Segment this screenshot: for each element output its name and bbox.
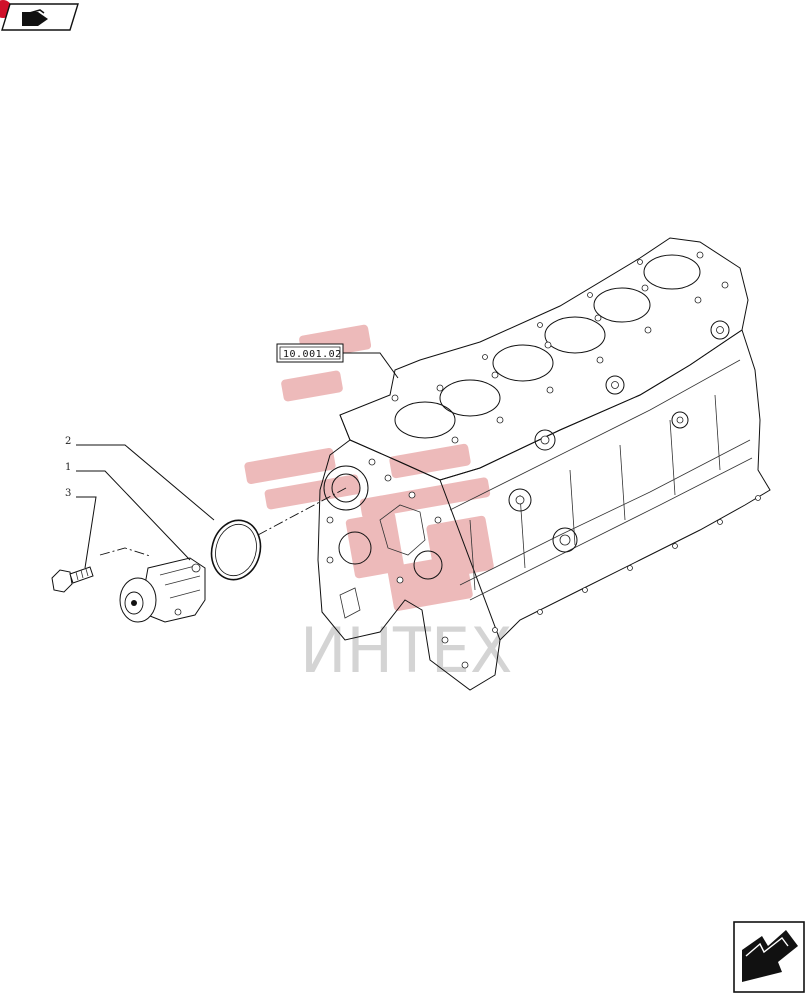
watermark-logo — [244, 324, 494, 611]
callout-3: 3 — [65, 488, 97, 569]
callout-1-label: 1 — [65, 462, 71, 473]
book-nav-icon[interactable] — [0, 0, 79, 31]
o-ring-gasket[interactable] — [205, 515, 267, 585]
callout-2-label: 2 — [65, 436, 71, 447]
reference-box[interactable]: 10.001.02 — [276, 343, 399, 379]
callout-2: 2 — [65, 436, 215, 521]
engine-block — [317, 237, 771, 691]
bolt-axis-line — [99, 547, 151, 557]
reference-box-label: 10.001.02 — [283, 349, 342, 360]
hex-bolt[interactable] — [51, 566, 94, 593]
callout-1: 1 — [65, 462, 191, 561]
next-page-arrow-icon[interactable] — [733, 921, 805, 993]
assembly-axis-line — [257, 487, 347, 536]
watermark-text: ИНТЕХ — [300, 614, 513, 687]
callout-3-label: 3 — [65, 488, 71, 499]
thermostat-housing[interactable] — [119, 557, 206, 623]
